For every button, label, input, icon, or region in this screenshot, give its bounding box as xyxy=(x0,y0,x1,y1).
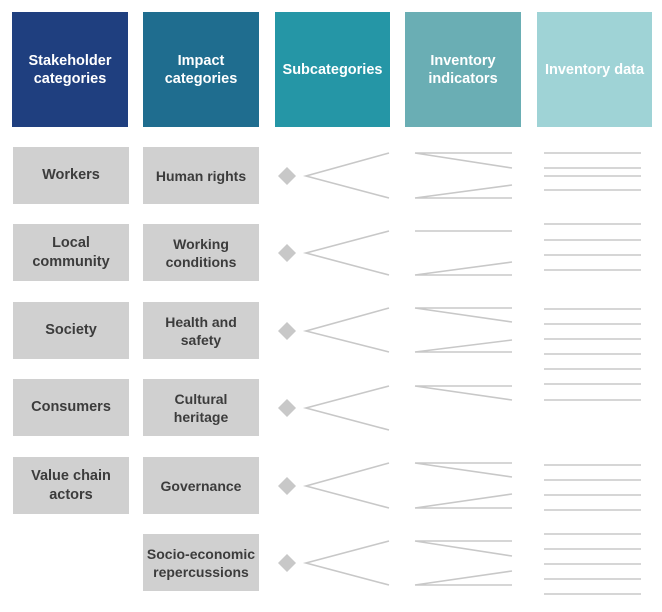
impact-health-and-safety: Health and safety xyxy=(143,302,259,359)
subcategory-fan xyxy=(302,230,390,276)
indicator-lines xyxy=(414,385,513,401)
impact-governance: Governance xyxy=(143,457,259,514)
header-inventory-indicators: Inventory indicators xyxy=(405,12,521,127)
indicator-lines xyxy=(414,152,513,199)
header-inventory-data: Inventory data xyxy=(537,12,652,127)
data-lines xyxy=(544,152,641,191)
subcategory-fan xyxy=(302,152,390,199)
diamond-icon xyxy=(278,244,296,262)
data-lines xyxy=(544,308,641,401)
impact-human-rights: Human rights xyxy=(143,147,259,204)
stakeholder-consumers: Consumers xyxy=(13,379,129,436)
stakeholder-local-community: Local community xyxy=(13,224,129,281)
subcategory-fan xyxy=(302,307,390,353)
data-lines xyxy=(544,533,641,595)
indicator-lines xyxy=(414,307,513,353)
impact-cultural-heritage: Cultural heritage xyxy=(143,379,259,436)
diamond-icon xyxy=(278,167,296,185)
data-lines xyxy=(544,223,641,271)
data-lines xyxy=(544,464,641,511)
indicator-lines xyxy=(414,462,513,509)
indicator-lines xyxy=(414,540,513,586)
header-impact-categories: Impact categories xyxy=(143,12,259,127)
impact-socio-economic-repercussions: Socio-economic repercussions xyxy=(143,534,259,591)
diamond-icon xyxy=(278,322,296,340)
indicator-lines xyxy=(414,230,513,276)
stakeholder-value-chain-actors: Value chain actors xyxy=(13,457,129,514)
subcategory-fan xyxy=(302,385,390,431)
header-stakeholder-categories: Stakeholder categories xyxy=(12,12,128,127)
stakeholder-society: Society xyxy=(13,302,129,359)
diamond-icon xyxy=(278,399,296,417)
diamond-icon xyxy=(278,554,296,572)
diamond-icon xyxy=(278,477,296,495)
impact-working-conditions: Working conditions xyxy=(143,224,259,281)
subcategory-fan xyxy=(302,540,390,586)
header-subcategories: Subcategories xyxy=(275,12,390,127)
subcategory-fan xyxy=(302,462,390,509)
stakeholder-workers: Workers xyxy=(13,147,129,204)
